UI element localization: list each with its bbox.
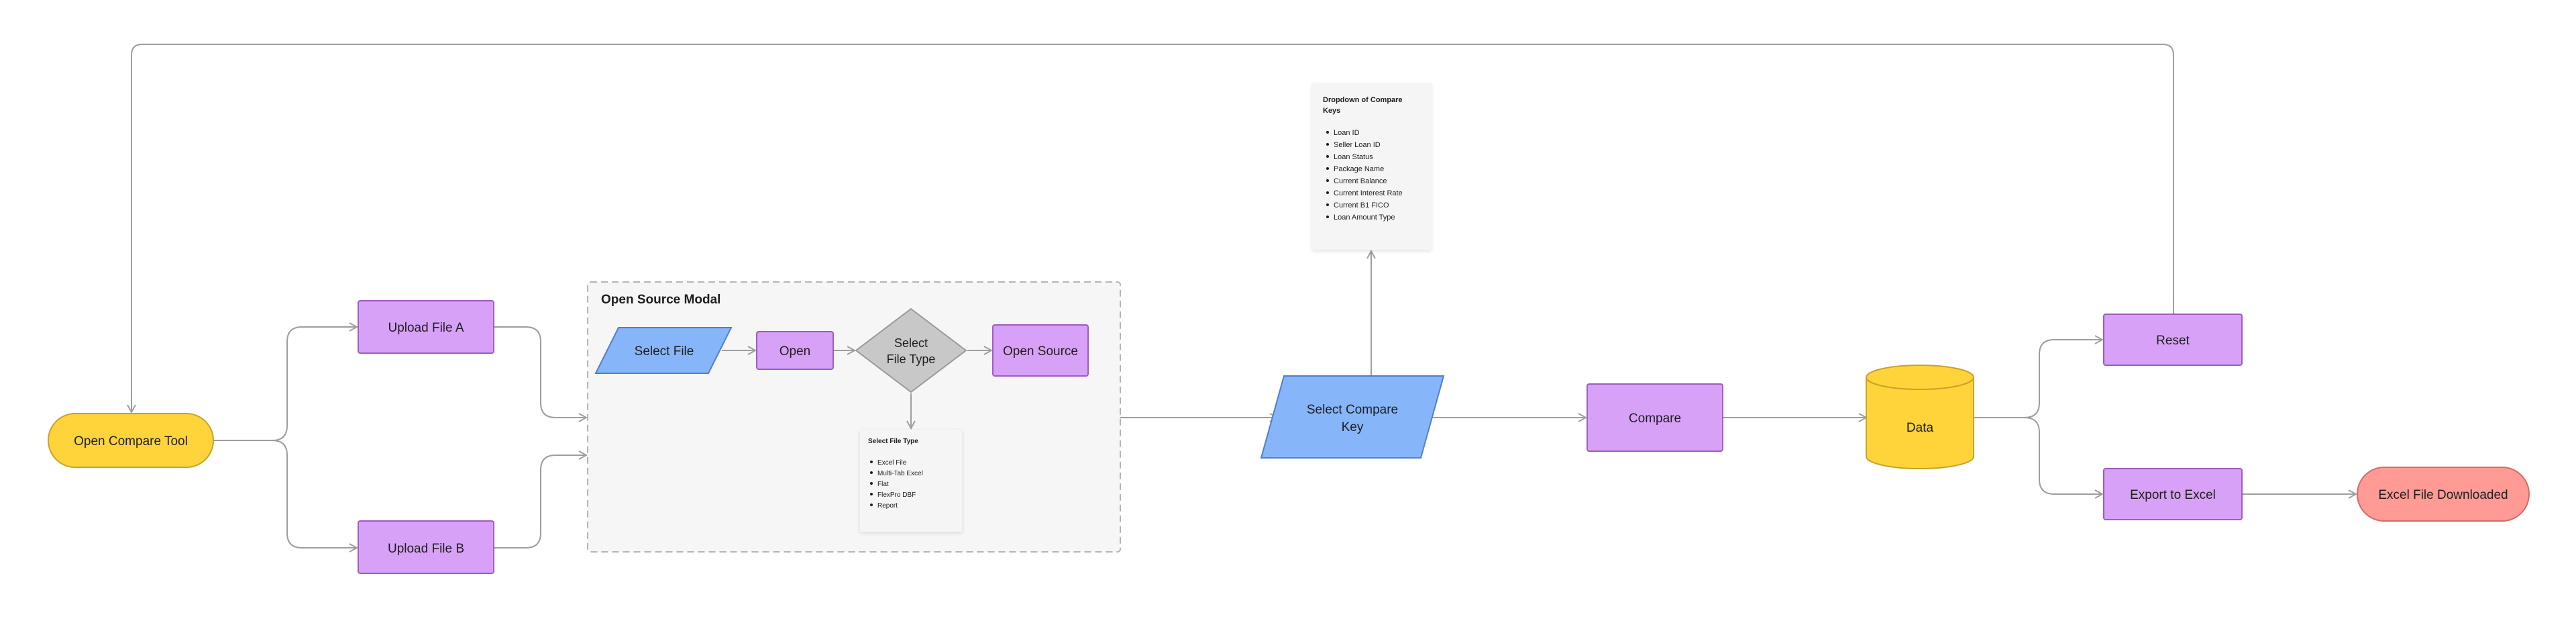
note-file-type-item: Multi-Tab Excel [877, 470, 923, 477]
note-file-type-item: Flat [877, 481, 889, 488]
open-source-modal-container: Open Source Modal [587, 281, 1121, 553]
note-file-type-item: FlexPro DBF [877, 491, 916, 499]
connector-data-to-export [2024, 417, 2102, 494]
node-select-compare-key[interactable]: Select Compare Key [1260, 375, 1445, 459]
note-compare-key-item: Loan ID [1334, 129, 1360, 137]
connector-reset-to-open-compare-tool [131, 44, 2174, 412]
note-file-type-item: Report [877, 502, 898, 510]
note-file-type-item: Excel File [877, 459, 907, 467]
connectors [131, 44, 2356, 548]
node-excel-file-downloaded[interactable]: Excel File Downloaded [2357, 467, 2530, 522]
node-open-source[interactable]: Open Source [992, 324, 1089, 377]
node-compare-label: Compare [1629, 412, 1681, 426]
node-upload-file-b[interactable]: Upload File B [358, 520, 494, 574]
note-compare-keys: Dropdown of Compare Keys Loan ID Seller … [1312, 83, 1432, 250]
node-select-compare-key-label-line1: Select Compare [1307, 403, 1398, 417]
note-select-file-type: Select File Type Excel File Multi-Tab Ex… [860, 430, 962, 532]
node-upload-file-b-label: Upload File B [388, 542, 464, 556]
note-compare-keys-items: Loan ID Seller Loan ID Loan Status Packa… [1326, 129, 1403, 222]
node-reset-label: Reset [2156, 334, 2190, 348]
note-select-file-type-items: Excel File Multi-Tab Excel Flat FlexPro … [870, 459, 923, 510]
node-upload-file-a[interactable]: Upload File A [358, 300, 494, 354]
connector-open-to-upload-b [272, 440, 357, 548]
note-select-file-type-title: Select File Type [868, 438, 918, 445]
node-upload-file-a-label: Upload File A [388, 321, 464, 335]
node-open-compare-tool[interactable]: Open Compare Tool [48, 413, 214, 468]
note-compare-keys-title-line2: Keys [1323, 107, 1340, 115]
connector-data-to-reset [1974, 340, 2102, 418]
note-compare-key-item: Current B1 FICO [1334, 201, 1389, 209]
node-select-file-type-label-line1: Select [894, 336, 928, 350]
node-open[interactable]: Open [756, 331, 834, 370]
note-compare-keys-title-line1: Dropdown of Compare [1323, 96, 1403, 104]
note-compare-key-item: Loan Status [1334, 153, 1373, 161]
note-compare-key-item: Current Interest Rate [1334, 189, 1403, 197]
node-open-source-label: Open Source [1003, 344, 1078, 359]
node-export-to-excel-label: Export to Excel [2130, 488, 2216, 502]
note-compare-key-item: Loan Amount Type [1334, 213, 1395, 222]
modal-title: Open Source Modal [601, 293, 720, 307]
node-select-file-label: Select File [635, 344, 694, 359]
note-compare-key-item: Current Balance [1334, 177, 1387, 185]
node-excel-file-downloaded-label: Excel File Downloaded [2378, 488, 2508, 502]
connector-upload-a-to-modal [494, 326, 586, 418]
node-select-file-type[interactable]: Select File Type [855, 307, 967, 393]
node-data-label: Data [1907, 421, 1934, 435]
node-open-compare-tool-label: Open Compare Tool [74, 434, 188, 448]
node-select-file-type-label-line2: File Type [887, 352, 936, 366]
node-open-label: Open [780, 344, 810, 359]
node-compare[interactable]: Compare [1587, 383, 1723, 452]
note-compare-key-item: Package Name [1334, 165, 1384, 173]
node-reset[interactable]: Reset [2103, 314, 2243, 366]
connector-upload-b-to-modal [494, 455, 586, 549]
connector-open-to-upload-a [213, 327, 357, 441]
node-select-compare-key-label-line2: Key [1342, 420, 1364, 434]
node-export-to-excel[interactable]: Export to Excel [2103, 468, 2243, 520]
node-data[interactable]: Data [1866, 365, 1974, 469]
node-select-file[interactable]: Select File [594, 327, 733, 374]
note-compare-key-item: Seller Loan ID [1334, 141, 1381, 149]
